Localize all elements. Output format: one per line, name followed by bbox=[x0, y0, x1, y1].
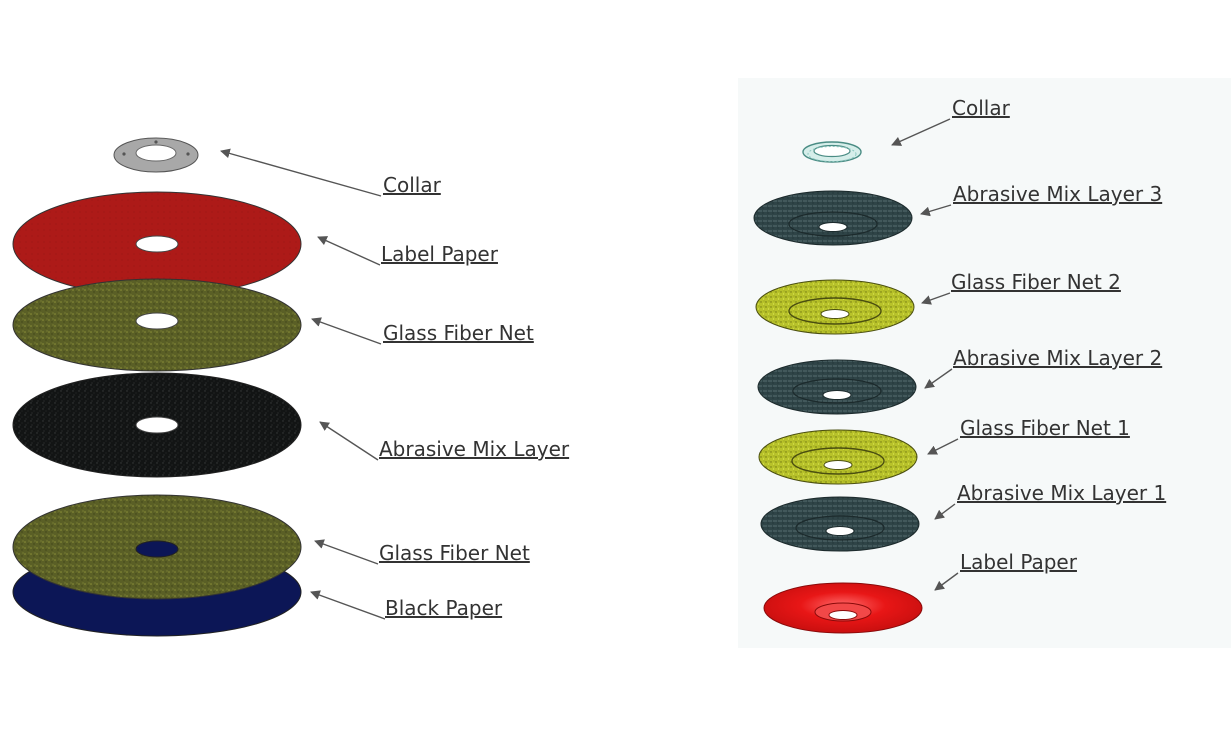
left-glass-fiber-net-disc-top bbox=[12, 278, 302, 372]
right-label-glass-fiber-net-1: Glass Fiber Net 1 bbox=[960, 416, 1130, 440]
left-leader-label-paper bbox=[317, 236, 381, 266]
left-leader-glass-fiber-net-2 bbox=[314, 539, 379, 565]
right-label-abrasive-mix-layer-3: Abrasive Mix Layer 3 bbox=[953, 182, 1162, 206]
right-label-collar: Collar bbox=[952, 96, 1011, 120]
right-label-glass-fiber-net-2: Glass Fiber Net 2 bbox=[951, 270, 1121, 294]
left-abrasive-mix-layer-disc bbox=[12, 372, 302, 478]
left-label-collar: Collar bbox=[383, 173, 442, 197]
right-leader-glass-fiber-net-1 bbox=[927, 438, 959, 455]
right-label-abrasive-mix-layer-1: Abrasive Mix Layer 1 bbox=[957, 481, 1166, 505]
left-label-abrasive-mix-layer: Abrasive Mix Layer bbox=[379, 437, 570, 461]
left-leader-black-paper bbox=[310, 590, 386, 620]
left-diagram: Collar Label Paper Glass Fiber Net Abras… bbox=[12, 137, 570, 637]
right-leader-abrasive-mix-layer-3 bbox=[920, 204, 952, 217]
right-leader-abrasive-mix-layer-1 bbox=[934, 503, 956, 520]
right-label-label-paper: Label Paper bbox=[960, 550, 1078, 574]
left-leader-abrasive-mix-layer bbox=[319, 421, 379, 461]
right-label-paper-disc bbox=[763, 582, 923, 634]
left-label-glass-fiber-net-2: Glass Fiber Net bbox=[379, 541, 530, 565]
right-leader-abrasive-mix-layer-2 bbox=[924, 368, 953, 389]
left-label-paper-disc bbox=[12, 191, 302, 297]
left-glass-fiber-net-disc-bottom bbox=[12, 494, 302, 600]
right-abrasive-mix-layer-2-disc bbox=[757, 359, 917, 415]
left-label-label-paper: Label Paper bbox=[381, 242, 499, 266]
right-glass-fiber-net-1-disc bbox=[758, 429, 918, 485]
left-label-glass-fiber-net: Glass Fiber Net bbox=[383, 321, 534, 345]
right-glass-fiber-net-2-disc bbox=[755, 279, 915, 335]
left-label-black-paper: Black Paper bbox=[385, 596, 503, 620]
right-leader-collar bbox=[891, 118, 951, 146]
right-abrasive-mix-layer-1-disc bbox=[760, 496, 920, 552]
left-leader-collar bbox=[220, 148, 382, 197]
right-abrasive-mix-layer-3-disc bbox=[753, 190, 913, 246]
right-diagram: Collar Abrasive Mix Layer 3 Glass Fiber … bbox=[753, 96, 1166, 634]
right-collar-part bbox=[802, 141, 862, 163]
right-leader-glass-fiber-net-2 bbox=[921, 292, 951, 305]
right-leader-label-paper bbox=[934, 572, 959, 591]
left-leader-glass-fiber-net bbox=[311, 317, 382, 345]
right-label-abrasive-mix-layer-2: Abrasive Mix Layer 2 bbox=[953, 346, 1162, 370]
left-collar-part bbox=[113, 137, 199, 173]
